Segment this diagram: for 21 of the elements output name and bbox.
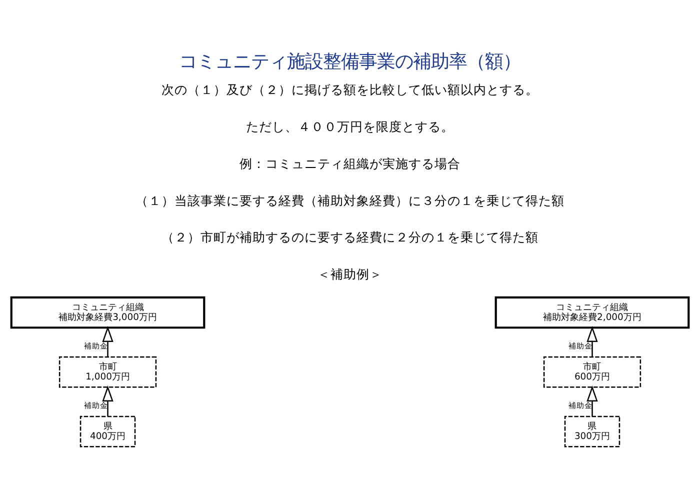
- edge-label: 補助金: [84, 400, 108, 410]
- arrow: [586, 385, 598, 416]
- label: 例：コミュニティ組織が実施する場合: [240, 155, 460, 170]
- node-box: 市町 600万円: [543, 356, 642, 388]
- label: ただし、４００万円を限度とする。: [246, 118, 454, 134]
- edge-label: 補助金: [568, 400, 592, 410]
- label: （１）当該事業に要する経費（補助対象経費）に３分の１を乗じて得た額: [136, 192, 564, 208]
- arrow: [102, 326, 114, 356]
- edge-label: 補助金: [568, 341, 592, 350]
- diagram-title: コミュニティ施設整備事業の補助率（額）: [179, 50, 521, 72]
- node-box: コミュニティ組織 補助対象経費3,000万円: [10, 296, 206, 328]
- label: ＜補助例＞: [318, 266, 382, 282]
- node-box: 県 300万円: [564, 415, 620, 447]
- arrow: [102, 385, 114, 416]
- node-box: 市町 1,000万円: [58, 356, 157, 388]
- label: （２）市町が補助するのに要する経費に２分の１を乗じて得た額: [162, 229, 538, 244]
- label: 次の（１）及び（２）に掲げる額を比較して低い額以内とする。: [162, 82, 538, 97]
- arrow: [586, 326, 598, 356]
- node-box: コミュニティ組織 補助対象経費2,000万円: [494, 296, 690, 328]
- edge-label: 補助金: [84, 341, 108, 350]
- node-box: 県 400万円: [80, 415, 136, 447]
